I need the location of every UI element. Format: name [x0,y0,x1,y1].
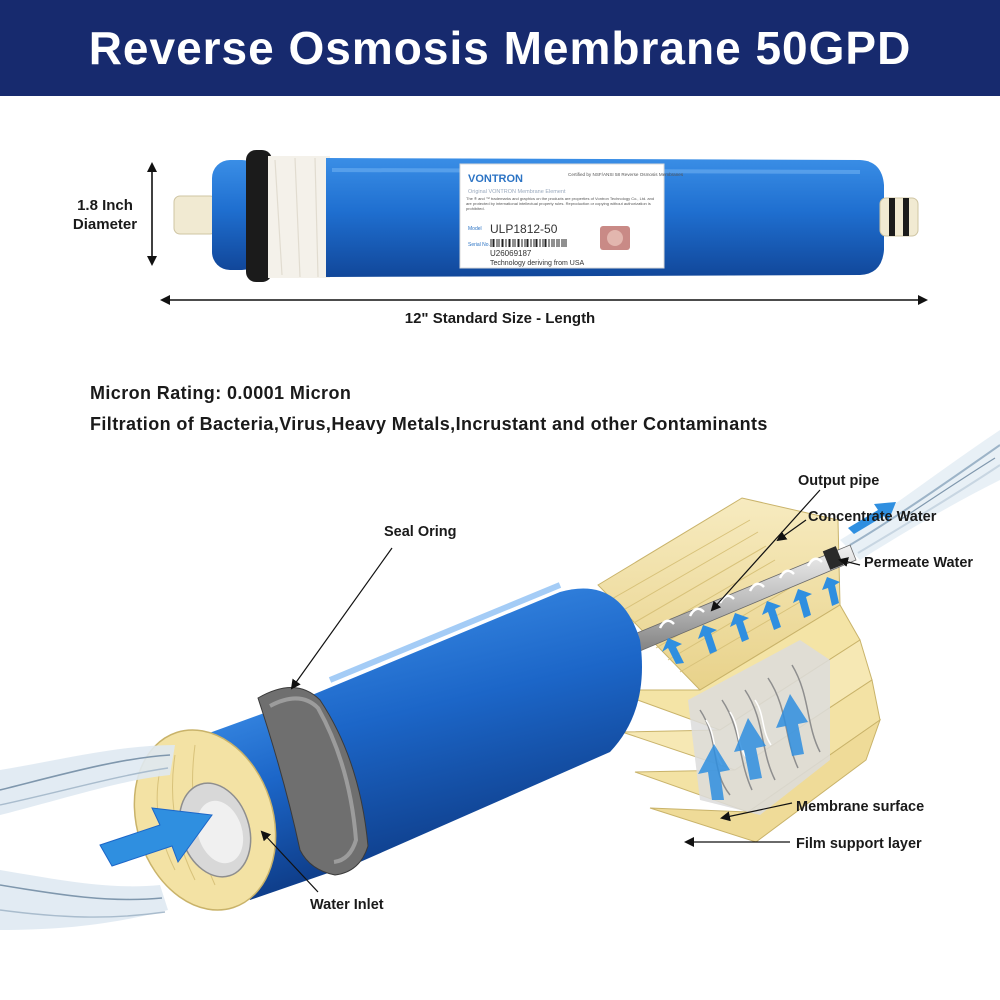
barcode [490,239,568,247]
brand-logo: VONTRON [468,173,523,185]
film-support-layer-label: Film support layer [796,836,922,852]
membrane-surface-label: Membrane surface [796,799,925,815]
title-bar: Reverse Osmosis Membrane 50GPD [0,0,1000,96]
seal-oring-leader [290,547,393,690]
membrane-flow-arrows [698,694,808,800]
cert-text: Certified by NSF/ANSI 58 Reverse Osmosis… [568,172,684,177]
diameter-label: 1.8 Inch Diameter [72,197,138,233]
water-stream-in [0,745,175,930]
membrane-surface-leader [720,802,793,822]
permeate-water-label: Permeate Water [864,555,974,571]
model-key: Model [468,226,482,232]
model-value: ULP1812-50 [490,222,558,236]
length-label: 12" Standard Size - Length [404,310,596,327]
label-subtitle: Original VONTRON Membrane Element [468,189,566,195]
concentrate-water-leader [776,519,807,542]
micron-rating-text: Micron Rating: 0.0001 Micron [90,383,352,403]
serial-key: Serial No. [468,242,490,248]
label-tagline: Technology deriving from USA [490,260,584,267]
legal-text-box: The ® and ™ trademarks and graphics on t… [466,196,655,211]
permeate-water-leader [838,557,861,567]
membrane-cylinder [133,582,642,911]
seal-oring-label: Seal Oring [384,524,457,540]
legal-text: The ® and ™ trademarks and graphics on t… [466,196,655,211]
filtration-text: Filtration of Bacteria,Virus,Heavy Metal… [90,414,768,434]
water-stream-out [840,430,1000,560]
membrane-product [173,150,919,282]
permeate-flow-arrows [662,502,896,664]
cutaway-illustration [0,430,1000,930]
concentrate-water-label: Concentrate Water [808,509,937,525]
water-inlet-label: Water Inlet [310,897,384,913]
water-inlet-arrow [99,807,213,867]
page-title: Reverse Osmosis Membrane 50GPD [88,22,912,74]
output-pipe-label: Output pipe [798,473,880,489]
output-pipe-leader [710,489,821,612]
water-inlet-leader [260,830,319,893]
product-label: VONTRON Certified by NSF/ANSI 58 Reverse… [466,172,684,267]
callout-leaders [260,489,861,893]
serial-value: U26069187 [490,249,532,258]
cert-text-line: Certified by NSF/ANSI 58 Reverse Osmosis… [568,172,684,177]
